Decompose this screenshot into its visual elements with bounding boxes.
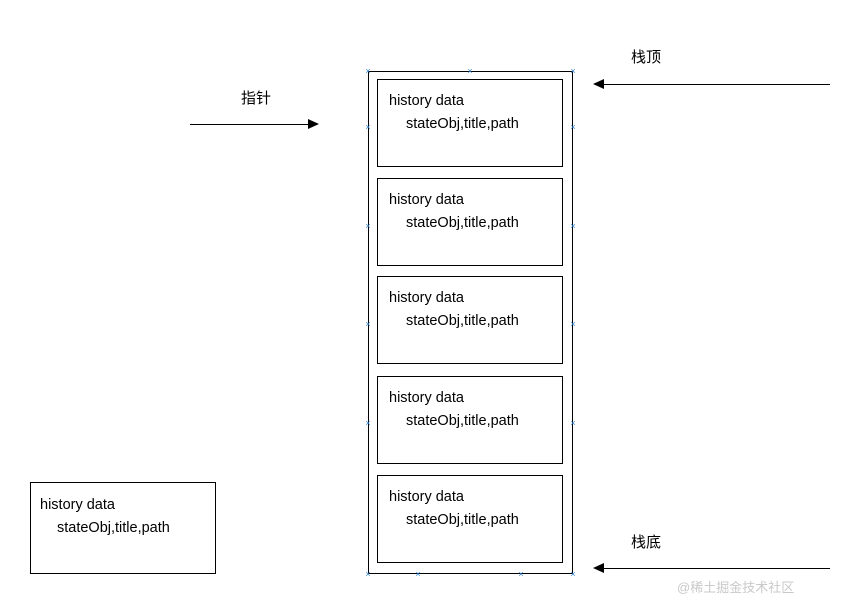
selection-handle-left-2[interactable] [365, 223, 372, 230]
selection-handle-right-3[interactable] [570, 321, 577, 328]
detached-history-entry[interactable]: history data stateObj,title,path [30, 482, 216, 574]
stack-entry-detail: stateObj,title,path [406, 215, 519, 231]
stack-bottom-label: 栈底 [631, 534, 662, 551]
stack-entry[interactable]: history data stateObj,title,path [377, 178, 563, 266]
stack-entry[interactable]: history data stateObj,title,path [377, 475, 563, 563]
stack-entry-detail: stateObj,title,path [406, 512, 519, 528]
detached-entry-detail: stateObj,title,path [57, 520, 170, 536]
selection-handle-bottom-right[interactable] [570, 571, 577, 578]
selection-handle-top-right[interactable] [570, 68, 577, 75]
stack-entry-title: history data [389, 192, 464, 208]
stack-entry-title: history data [389, 290, 464, 306]
selection-handle-left-3[interactable] [365, 321, 372, 328]
stack-entry[interactable]: history data stateObj,title,path [377, 376, 563, 464]
selection-handle-right-2[interactable] [570, 223, 577, 230]
selection-handle-left-4[interactable] [365, 420, 372, 427]
selection-handle-right-4[interactable] [570, 420, 577, 427]
selection-handle-left-1[interactable] [365, 124, 372, 131]
stack-entry[interactable]: history data stateObj,title,path [377, 276, 563, 364]
stack-bottom-arrow-head-icon [593, 563, 604, 573]
stack-top-arrow-line [604, 84, 830, 85]
watermark: @稀土掘金技术社区 [677, 580, 795, 595]
selection-handle-right-1[interactable] [570, 124, 577, 131]
selection-handle-bottom-center-left[interactable] [415, 571, 422, 578]
stack-bottom-arrow-line [604, 568, 830, 569]
stack-entry-title: history data [389, 489, 464, 505]
stack-entry-detail: stateObj,title,path [406, 116, 519, 132]
stack-entry-detail: stateObj,title,path [406, 413, 519, 429]
stack-entry[interactable]: history data stateObj,title,path [377, 79, 563, 167]
stack-entry-title: history data [389, 93, 464, 109]
pointer-arrow-line [190, 124, 310, 125]
stack-top-label: 栈顶 [631, 49, 662, 66]
selection-handle-top-left[interactable] [365, 68, 372, 75]
stack-entry-title: history data [389, 390, 464, 406]
pointer-arrow-head-icon [308, 119, 319, 129]
stack-top-arrow-head-icon [593, 79, 604, 89]
selection-handle-top-center[interactable] [467, 68, 474, 75]
selection-handle-bottom-left[interactable] [365, 571, 372, 578]
selection-handle-bottom-center-right[interactable] [518, 571, 525, 578]
detached-entry-title: history data [40, 497, 115, 513]
stack-entry-detail: stateObj,title,path [406, 313, 519, 329]
pointer-label: 指针 [241, 90, 272, 107]
